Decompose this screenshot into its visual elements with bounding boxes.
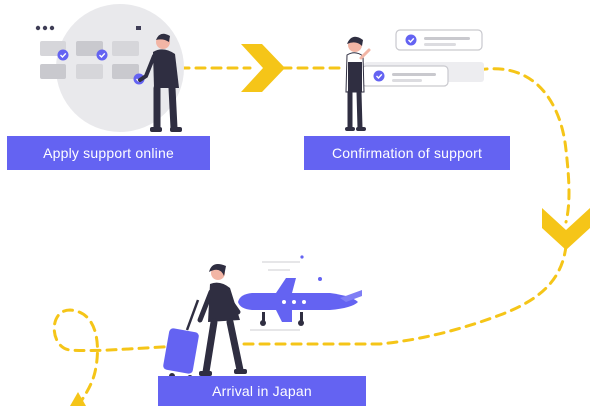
step-label-arrival: Arrival in Japan <box>158 376 366 406</box>
check-circle-icon <box>405 34 417 46</box>
person-figure <box>138 33 182 132</box>
apply-online-illustration <box>35 4 184 132</box>
step-label-confirmation: Confirmation of support <box>304 136 510 170</box>
arrival-illustration <box>163 255 362 381</box>
check-circle-icon <box>57 49 69 61</box>
step-label-apply: Apply support online <box>7 136 210 170</box>
airplane-icon <box>238 278 362 326</box>
woman-figure <box>345 36 371 131</box>
chevron-right-arrow-icon <box>241 44 285 92</box>
chevron-up-arrow-partial-icon <box>70 392 86 406</box>
check-circle-icon <box>96 49 108 61</box>
dashed-flow-path <box>52 66 571 406</box>
check-circle-icon <box>373 70 385 82</box>
suitcase-icon <box>163 299 200 381</box>
confirmation-illustration <box>345 29 484 131</box>
traveler-figure <box>197 264 247 376</box>
chevron-down-arrow-icon <box>542 208 590 250</box>
